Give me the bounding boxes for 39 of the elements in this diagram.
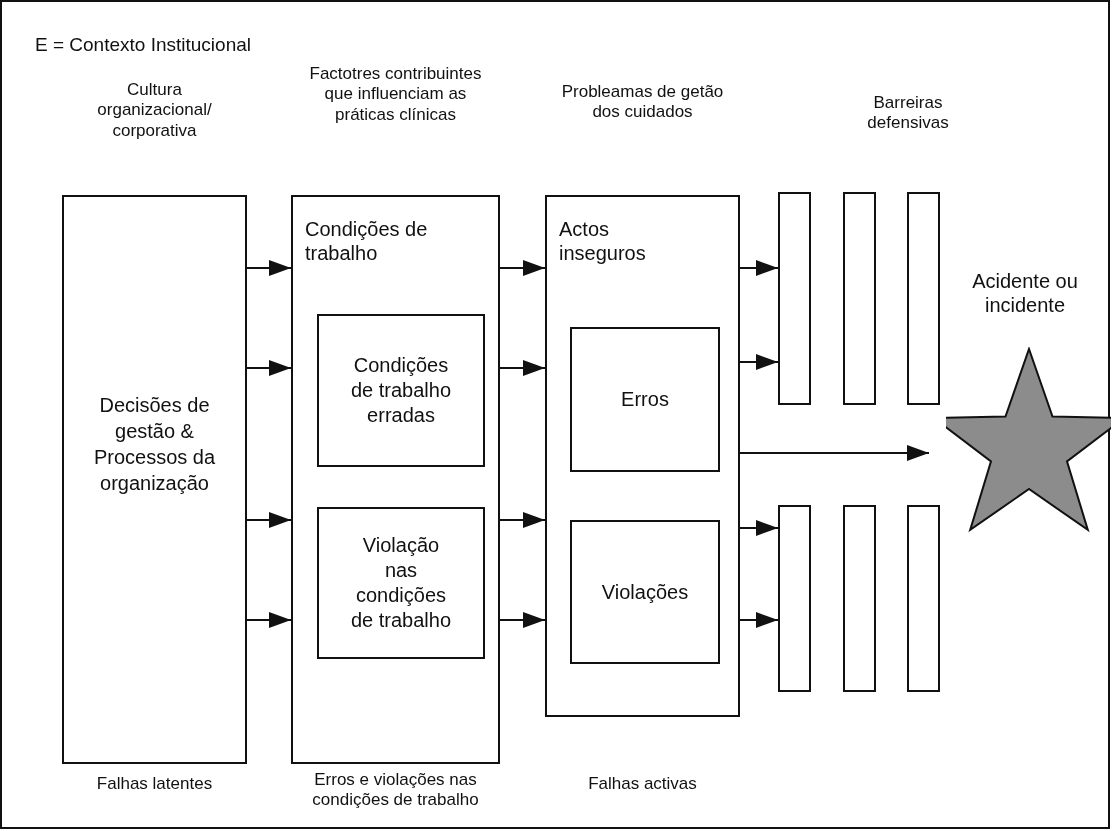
arrow (246, 260, 292, 276)
arrow (499, 612, 546, 628)
box-text: Condições de trabalho erradas (349, 353, 453, 428)
column-heading: Probleamas de getão dos cuidados (560, 82, 725, 123)
column-caption: Erros e violações nas condições de trabalho (311, 770, 480, 811)
arrow (499, 360, 546, 376)
arrow (499, 260, 546, 276)
column-heading: Factotres contribuintes que influenciam as práticas clínicas (308, 64, 483, 126)
box-text: Erros (620, 387, 670, 412)
barrier-bar (907, 505, 940, 692)
box-text: Violação nas condições de trabalho (349, 533, 453, 633)
box-text: Actos inseguros (559, 217, 647, 265)
barrier-bar (843, 192, 876, 405)
box-text: Decisões de gestão & Processos da organização (92, 393, 217, 496)
arrow (246, 512, 292, 528)
barrier-bar (778, 505, 811, 692)
frame-title: E = Contexto Institucional (35, 34, 251, 57)
inner-box (570, 520, 720, 664)
arrow (739, 260, 779, 276)
box-text: Condições de trabalho (305, 217, 429, 265)
arrow (246, 612, 292, 628)
barrier-bar (778, 192, 811, 405)
arrow (739, 445, 930, 461)
column-heading: Cultura organizacional/ corporativa (96, 80, 213, 142)
arrow (499, 512, 546, 528)
arrow (739, 520, 779, 536)
barrier-bar (843, 505, 876, 692)
inner-box (317, 507, 485, 659)
column-heading: Barreiras defensivas (866, 93, 950, 134)
outcome-label: Acidente ou incidente (971, 269, 1079, 317)
arrow (739, 612, 779, 628)
barrier-bar (907, 192, 940, 405)
arrow (739, 354, 779, 370)
column-caption: Falhas latentes (95, 774, 214, 795)
inner-box (317, 314, 485, 467)
arrow (246, 360, 292, 376)
inner-box (570, 327, 720, 472)
box-text: Violações (600, 579, 690, 605)
column-caption: Falhas activas (587, 774, 698, 795)
